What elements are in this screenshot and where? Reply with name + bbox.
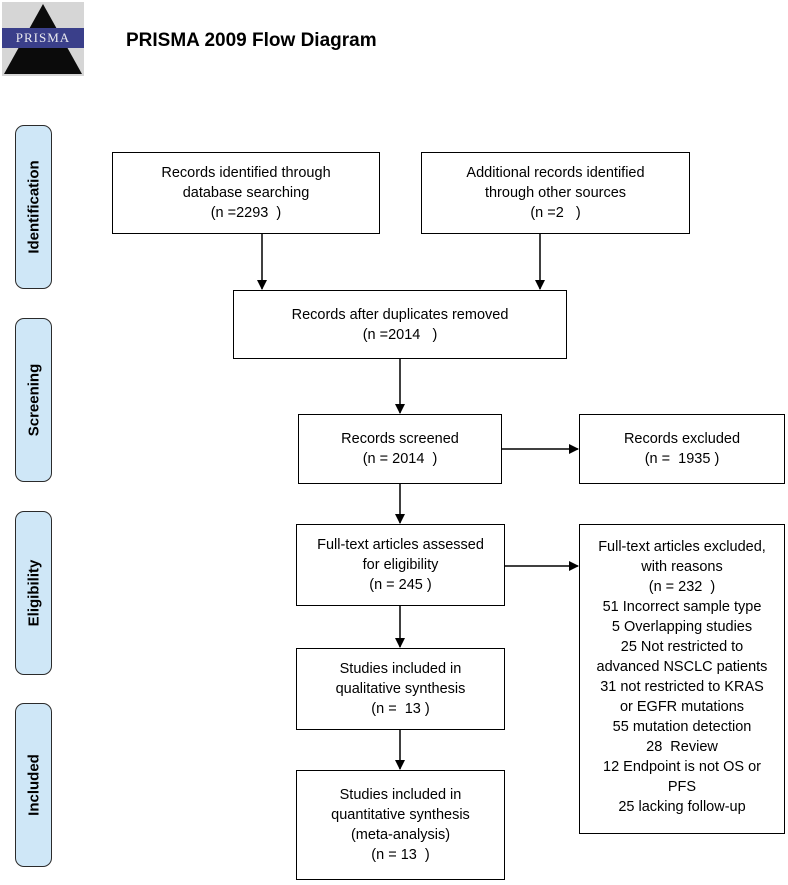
box-fulltext-excluded: Full-text articles excluded, with reason… bbox=[579, 524, 785, 834]
page-title: PRISMA 2009 Flow Diagram bbox=[126, 30, 377, 51]
box-text-line: (meta-analysis) bbox=[350, 827, 451, 843]
box-text-line: with reasons bbox=[641, 559, 723, 575]
exclusion-reason: 5 Overlapping studies bbox=[611, 619, 753, 635]
box-text-line: qualitative synthesis bbox=[335, 681, 466, 697]
box-count: (n = 232 ) bbox=[648, 579, 716, 595]
box-count: (n =2 ) bbox=[530, 205, 581, 221]
exclusion-reason: 25 lacking follow-up bbox=[618, 799, 746, 815]
exclusion-reason: 12 Endpoint is not OS or bbox=[603, 759, 761, 775]
box-fulltext-assessed: Full-text articles assessed for eligibil… bbox=[296, 524, 505, 606]
box-text-line: Full-text articles excluded, bbox=[598, 539, 766, 555]
box-count: (n = 1935 ) bbox=[644, 451, 720, 467]
box-count: (n =2293 ) bbox=[210, 205, 282, 221]
box-records-screened: Records screened (n = 2014 ) bbox=[298, 414, 502, 484]
exclusion-reason: 25 Not restricted to bbox=[620, 639, 744, 655]
box-count: (n = 13 ) bbox=[371, 847, 430, 863]
box-count: (n = 245 ) bbox=[369, 577, 432, 593]
exclusion-reason: 31 not restricted to KRAS bbox=[600, 679, 764, 695]
stage-identification: Identification bbox=[15, 125, 52, 289]
box-text-line: through other sources bbox=[484, 185, 627, 201]
box-text-line: for eligibility bbox=[362, 557, 439, 573]
box-text-line: Records screened bbox=[341, 431, 459, 447]
box-database-search: Records identified through database sear… bbox=[112, 152, 380, 234]
box-text-line: Studies included in bbox=[339, 787, 462, 803]
stage-included: Included bbox=[15, 703, 52, 867]
box-text-line: Records excluded bbox=[623, 431, 741, 447]
exclusion-reason: 51 Incorrect sample type bbox=[602, 599, 762, 615]
prisma-logo: PRISMA bbox=[2, 2, 84, 76]
stage-screening: Screening bbox=[15, 318, 52, 482]
box-text-line: Full-text articles assessed bbox=[317, 537, 484, 553]
exclusion-reason: 28 Review bbox=[646, 739, 718, 755]
box-other-sources: Additional records identified through ot… bbox=[421, 152, 690, 234]
exclusion-reason: or EGFR mutations bbox=[619, 699, 745, 715]
box-records-excluded: Records excluded (n = 1935 ) bbox=[579, 414, 785, 484]
box-count: (n = 13 ) bbox=[371, 701, 430, 717]
box-quantitative-synthesis: Studies included in quantitative synthes… bbox=[296, 770, 505, 880]
exclusion-reason: 55 mutation detection bbox=[612, 719, 752, 735]
box-text-line: Studies included in bbox=[339, 661, 462, 677]
box-qualitative-synthesis: Studies included in qualitative synthesi… bbox=[296, 648, 505, 730]
box-duplicates-removed: Records after duplicates removed (n =201… bbox=[233, 290, 567, 359]
box-text-line: Records after duplicates removed bbox=[291, 306, 509, 323]
box-count: (n = 2014 ) bbox=[362, 451, 438, 467]
box-text-line: Records identified through bbox=[161, 165, 331, 181]
exclusion-reason: PFS bbox=[667, 779, 697, 795]
box-count: (n =2014 ) bbox=[362, 326, 438, 343]
prisma-logo-graphic bbox=[2, 2, 84, 76]
box-text-line: database searching bbox=[182, 185, 310, 201]
logo-text: PRISMA bbox=[15, 30, 71, 45]
box-text-line: quantitative synthesis bbox=[331, 807, 470, 823]
stage-eligibility: Eligibility bbox=[15, 511, 52, 675]
box-text-line: Additional records identified bbox=[466, 165, 645, 181]
exclusion-reason: advanced NSCLC patients bbox=[596, 659, 768, 675]
